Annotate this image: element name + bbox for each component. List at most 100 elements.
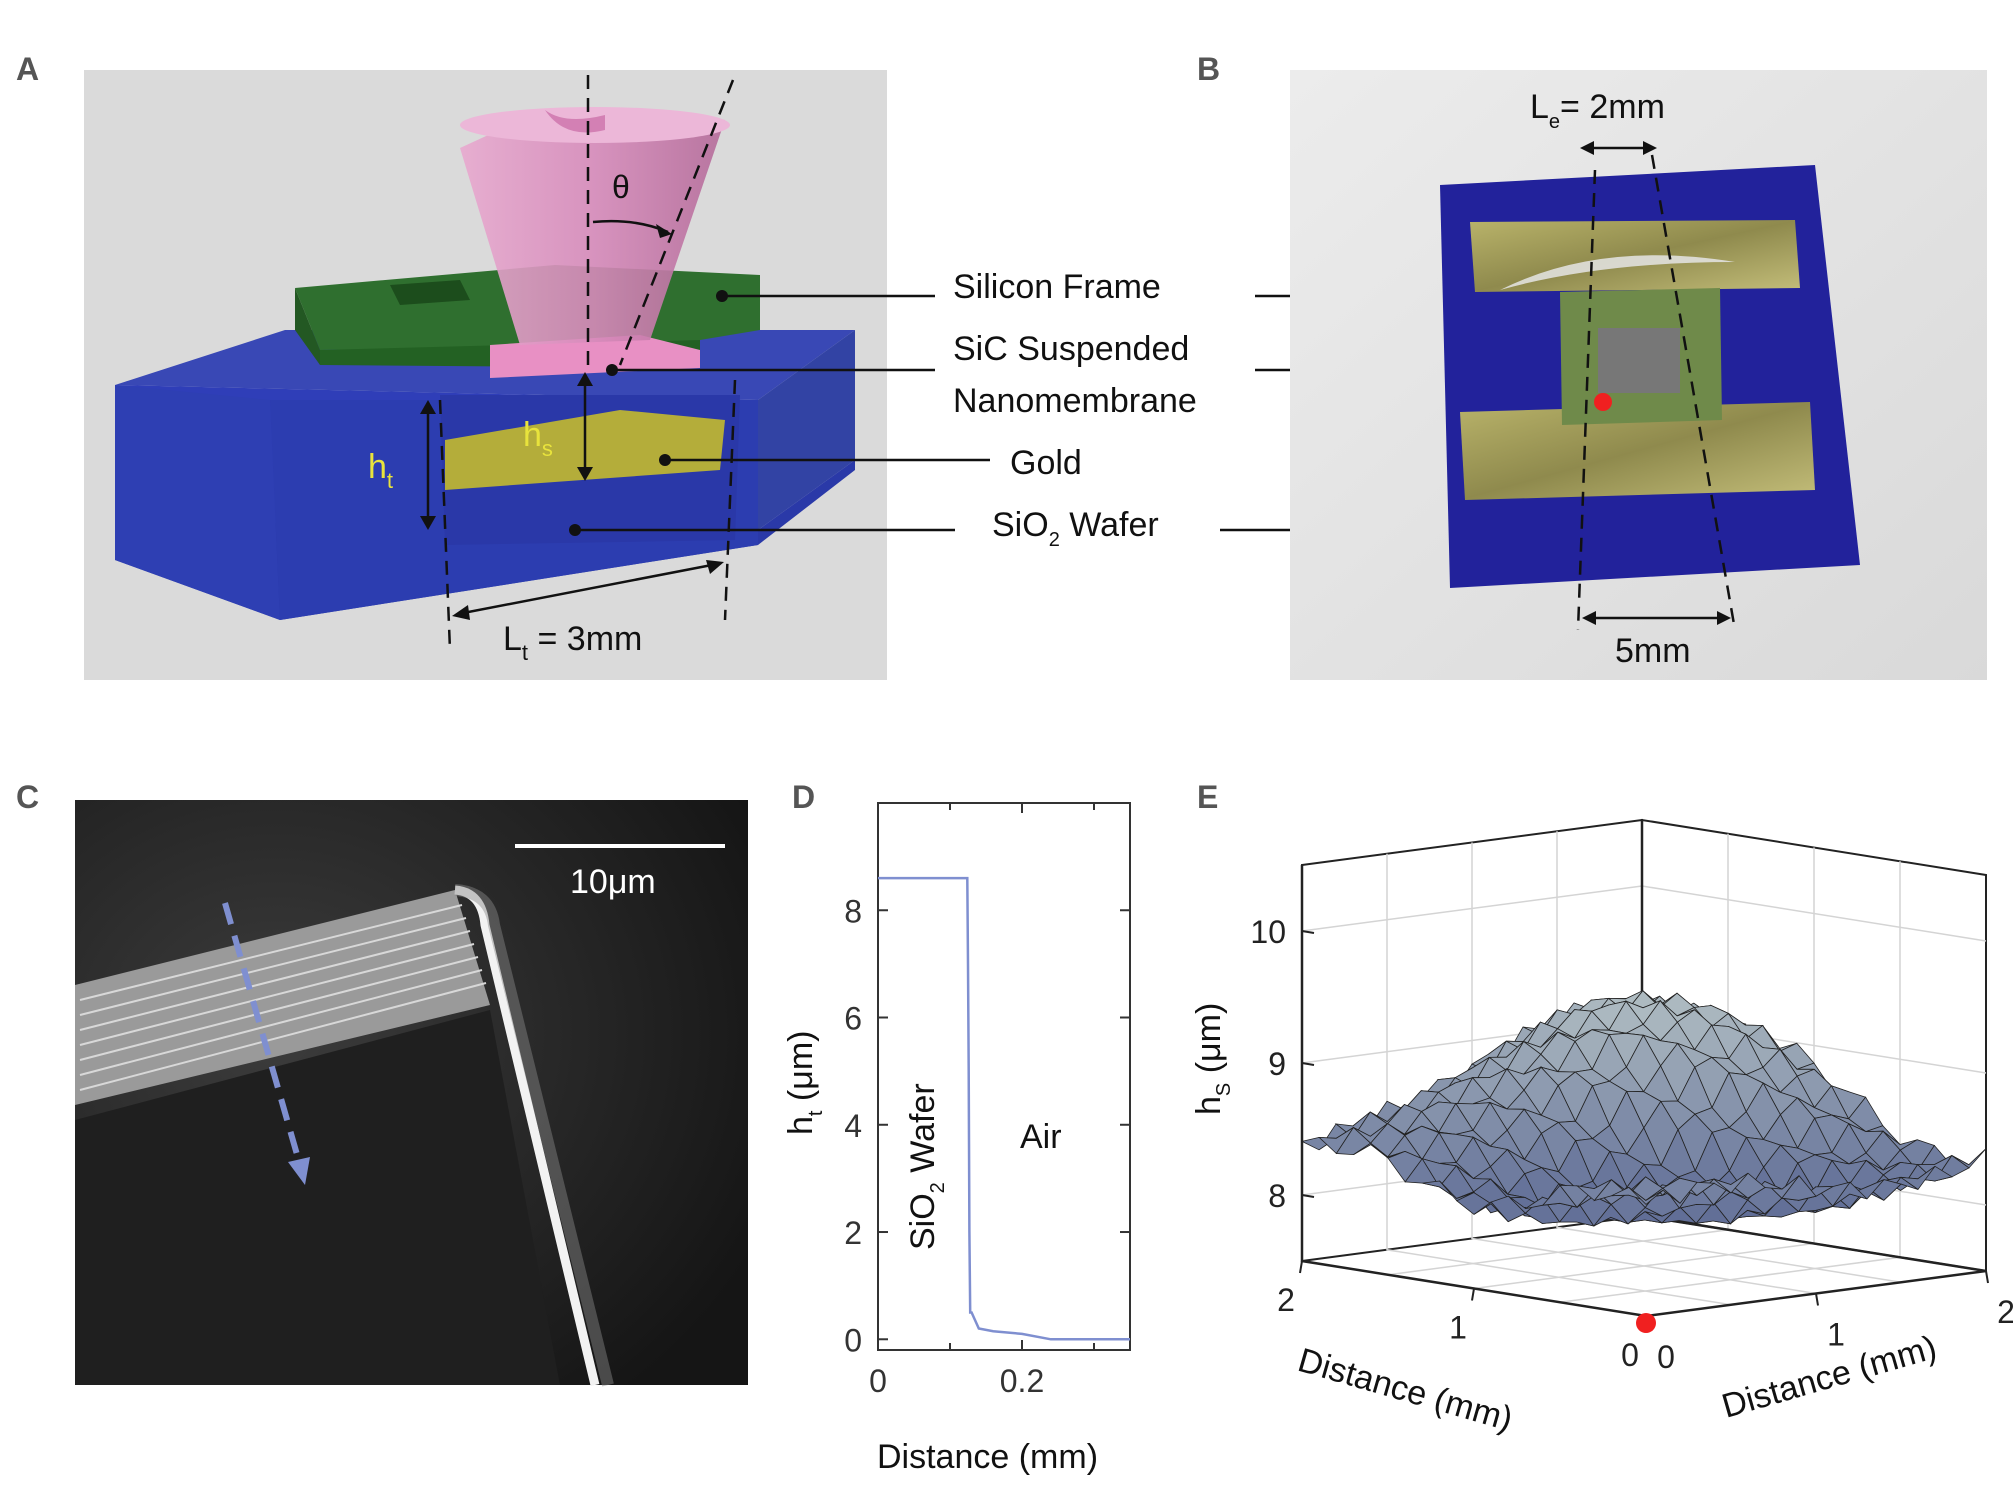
right-dashed-line: [723, 379, 737, 621]
angled-dashed-line: [618, 79, 735, 366]
dot-silicon-frame: [716, 290, 728, 302]
le-rest: = 2mm: [1560, 88, 1665, 126]
dot-gold: [659, 454, 671, 466]
z-tick-e: [1301, 930, 1315, 934]
grid-line-v: [1471, 842, 1817, 1295]
ht-sub: t: [387, 468, 393, 493]
sem-layer: [79, 904, 463, 1001]
x-tick-label-e: 0: [1621, 1337, 1639, 1373]
sem-content: 10μm: [75, 844, 725, 1387]
sem-bright-edge: [454, 885, 600, 1387]
annotation-sio2-main: SiO: [904, 1193, 942, 1250]
sem-layer: [79, 982, 487, 1091]
le-sub: e: [1549, 111, 1560, 133]
ht-arrowhead-top: [420, 400, 436, 414]
silicon-frame-front: [295, 288, 320, 365]
panel-b-annotations: [1576, 146, 1737, 631]
label-gold: Gold: [1010, 444, 1082, 482]
sio2-sub: 2: [1049, 529, 1060, 551]
y-tick-label-d: 6: [844, 1001, 862, 1037]
sem-layers: [79, 904, 487, 1091]
sem-dashed-arrow: [222, 902, 303, 1166]
panel-letter-c: C: [16, 779, 39, 815]
y-tick-label-e: 0: [1657, 1339, 1675, 1375]
annotation-air: Air: [1020, 1118, 1062, 1156]
z-axis-label-rest: (μm): [1190, 1003, 1228, 1083]
sic-membrane: [490, 335, 700, 378]
panel-letter-e: E: [1197, 779, 1218, 815]
y-tick-e: [1815, 1293, 1819, 1306]
lt-arrowhead-left: [452, 605, 470, 620]
beam-cone: [460, 118, 725, 345]
chip-photo: [1440, 165, 1860, 588]
sem-layer: [79, 943, 475, 1046]
y-tick-label-e: 2: [1997, 1294, 2013, 1330]
theta-arrowhead: [656, 224, 672, 238]
sem-layer: [79, 956, 479, 1061]
series-line-d: [878, 876, 1130, 1341]
width-arrowhead-left: [1582, 611, 1596, 625]
left-dashed-line: [438, 399, 452, 651]
lt-arrowhead-right: [706, 560, 724, 574]
surface-cell: [1628, 1187, 1664, 1205]
panel-letter-d: D: [792, 779, 815, 815]
y-tick-e: [1985, 1270, 1989, 1284]
sem-arrowhead: [288, 1157, 310, 1185]
sio2-block-side: [758, 330, 855, 530]
lt-rest: = 3mm: [528, 620, 642, 658]
x-tick-label-e: 1: [1449, 1310, 1467, 1346]
y-axis-label-d: ht (μm): [782, 1031, 827, 1136]
z-axis-label-main: h: [1190, 1096, 1228, 1115]
ht-arrowhead-bottom: [420, 516, 436, 530]
silicon-frame-notch: [390, 280, 470, 305]
grid-line-v: [1386, 853, 1732, 1306]
glare: [1500, 255, 1735, 290]
scale-bar-label: 10μm: [570, 863, 656, 901]
lt-sub: t: [522, 640, 528, 665]
z-tick-e: [1301, 1062, 1315, 1066]
red-marker: [1594, 393, 1612, 411]
z-axis-label-sub: S: [1213, 1083, 1235, 1096]
x-tick-label-d: 0: [869, 1363, 887, 1399]
z-tick-label-e: 8: [1268, 1178, 1286, 1214]
lt-main: L: [503, 620, 522, 658]
hs-label: hs: [523, 416, 553, 461]
lt-label: Lt = 3mm: [503, 620, 642, 665]
beam-cone-cut: [545, 110, 605, 133]
hs-arrowhead-top: [577, 372, 593, 386]
center-window: [1598, 328, 1680, 393]
x-axis-label-e: Distance (mm): [1294, 1341, 1517, 1438]
y-tick-label-d: 4: [844, 1108, 862, 1144]
y-tick-label-e: 1: [1827, 1317, 1845, 1353]
panel-a-annotations: [426, 75, 737, 651]
sem-layer: [79, 969, 483, 1076]
width-arrowhead-right: [1717, 611, 1731, 625]
y-tick-label-d: 2: [844, 1215, 862, 1251]
annotation-sio2: SiO2 Wafer: [904, 1083, 949, 1250]
electrode-bottom: [1460, 402, 1815, 500]
label-silicon-frame: Silicon Frame: [953, 268, 1161, 306]
le-main: L: [1530, 88, 1549, 126]
annotation-sio2-sub: 2: [927, 1182, 949, 1193]
x-tick-label-d: 0.2: [1000, 1363, 1044, 1399]
x-tick-e: [1471, 1288, 1475, 1301]
sio2-block-front-low: [115, 385, 280, 620]
y-axis-label-main: h: [782, 1116, 820, 1135]
ht-main: h: [368, 448, 387, 486]
z-tick-e: [1301, 1194, 1315, 1198]
le-arrowhead-right: [1643, 141, 1657, 155]
annotation-sio2-rest: Wafer: [904, 1083, 942, 1182]
theta-label: θ: [612, 169, 630, 205]
sem-edge-glow: [454, 884, 614, 1387]
b-dash-2: [1650, 154, 1737, 631]
z-tick-label-e: 10: [1250, 914, 1286, 950]
y-tick-label-d: 8: [844, 893, 862, 929]
label-sic-line1: SiC Suspended: [953, 330, 1189, 368]
arrow-heads-a: [420, 224, 724, 620]
panel-letter-a: A: [16, 51, 39, 87]
sem-layer: [79, 917, 467, 1016]
